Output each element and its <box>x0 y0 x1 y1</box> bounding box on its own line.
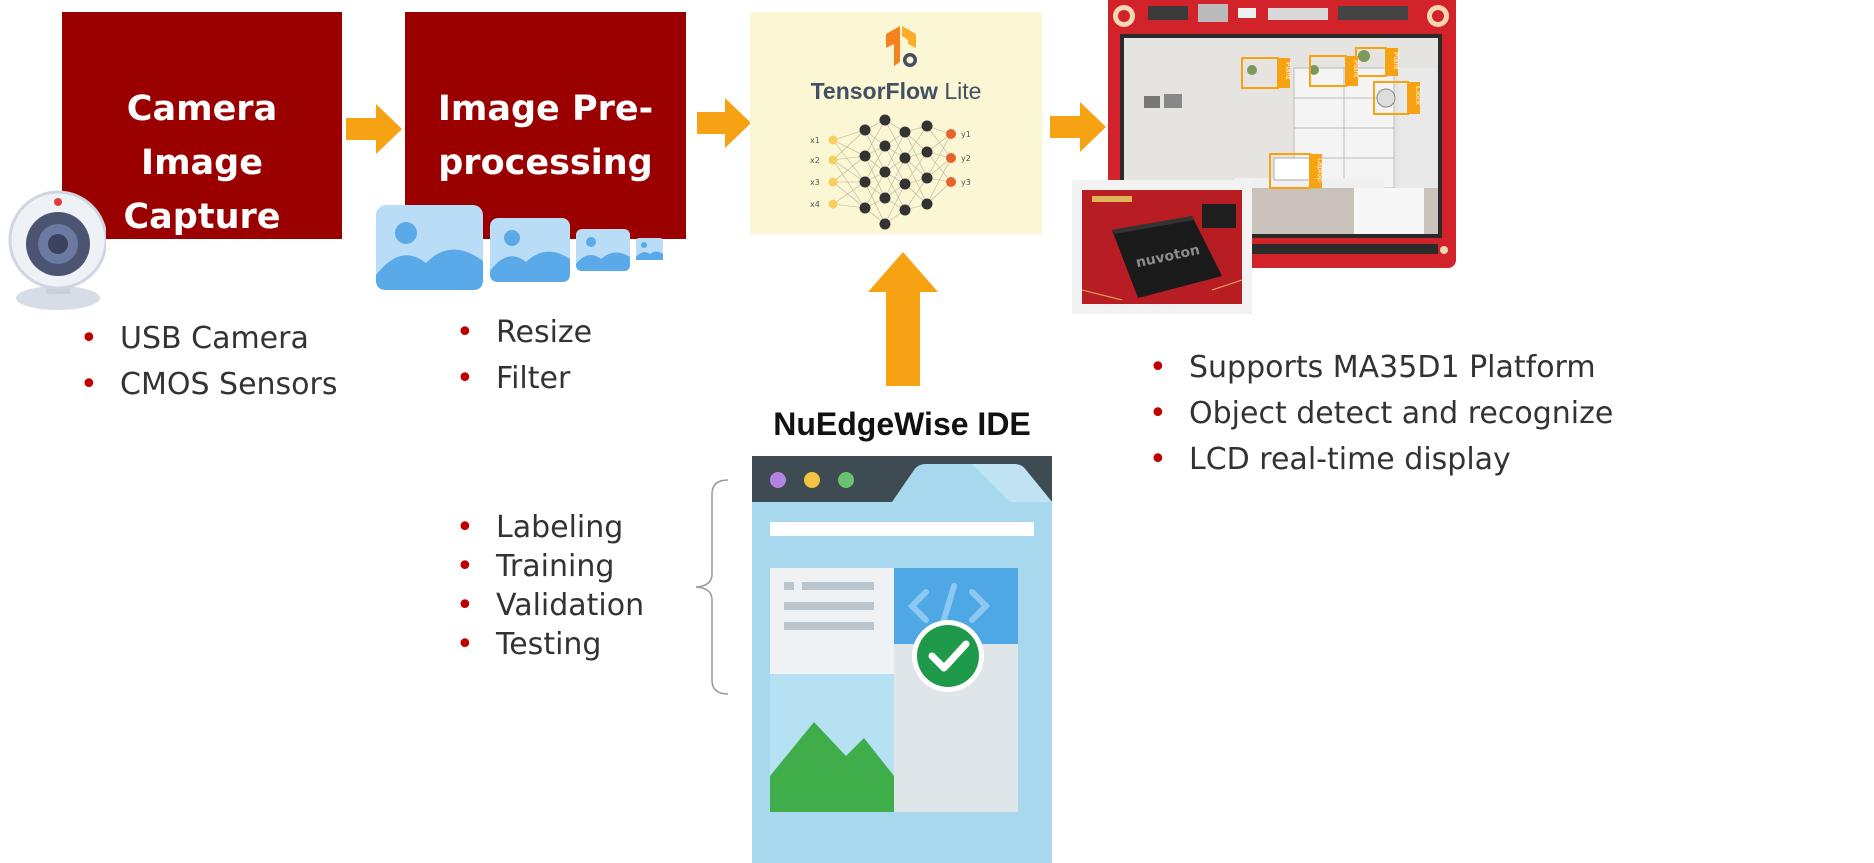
stage-preprocess-title-2: processing <box>438 143 653 183</box>
image-icon-large <box>376 205 483 290</box>
image-resize-icons <box>376 205 663 290</box>
bracket-brace <box>695 479 729 695</box>
nn-input-x2: x2 <box>810 156 820 165</box>
image-icon-medium <box>490 218 570 282</box>
nn-output-y1: y1 <box>961 130 971 139</box>
preprocess-bullet-item: Resize <box>456 310 592 356</box>
ide-bullet-item: Testing <box>456 625 644 664</box>
camera-bullets: USB Camera CMOS Sensors <box>80 316 338 408</box>
nn-output-y2: y2 <box>961 154 971 163</box>
flow-arrow-2 <box>697 98 751 148</box>
webcam-icon <box>8 190 106 310</box>
flow-arrow-3 <box>1050 102 1106 152</box>
platform-bullet-item: Supports MA35D1 Platform <box>1149 345 1613 391</box>
ide-to-model-arrow <box>868 252 938 386</box>
board-bottom-pins <box>1248 244 1448 254</box>
stage-camera-capture: Camera Image Capture <box>62 12 342 239</box>
preprocess-bullets: Resize Filter <box>456 310 592 402</box>
detect-label-laptop: Laptop <box>1316 158 1324 183</box>
nn-input-x4: x4 <box>810 200 820 209</box>
detect-label-clock: Clock <box>1414 86 1422 106</box>
platform-bullet-item: Object detect and recognize <box>1149 391 1613 437</box>
nuvoton-chip-image: nuvoton <box>1082 190 1242 304</box>
tensorflow-lite-wordmark: TensorFlow Lite <box>750 78 1042 105</box>
tensorflow-lite: Lite <box>944 78 982 104</box>
nn-input-x1: x1 <box>810 136 820 145</box>
detect-label-plant-2: Plant <box>1352 60 1360 78</box>
detect-label-plant-3: Plant <box>1392 52 1400 70</box>
preprocess-bullet-item: Filter <box>456 356 592 402</box>
flow-arrow-1 <box>346 104 402 154</box>
stage-camera-title-2: Capture <box>123 197 281 237</box>
tensorflow-brand: TensorFlow <box>810 78 938 104</box>
ide-bullet-item: Validation <box>456 586 644 625</box>
ide-title: NuEdgeWise IDE <box>773 406 1031 442</box>
neural-network-diagram: x1 x2 x3 x4 y1 y2 y3 <box>810 114 971 230</box>
camera-bullet-item: CMOS Sensors <box>80 362 338 408</box>
stage-camera-title-1: Camera Image <box>126 89 278 183</box>
stage-preprocess-title-1: Image Pre- <box>437 89 654 129</box>
camera-bullet-item: USB Camera <box>80 316 338 362</box>
board-top-connectors <box>1113 4 1449 27</box>
platform-bullet-item: LCD real-time display <box>1149 437 1613 483</box>
tensorflow-logo-icon <box>886 26 917 67</box>
nn-output-y3: y3 <box>961 178 971 187</box>
image-icon-small <box>576 229 630 271</box>
tensorflow-lite-panel: TensorFlow Lite x1 x2 x3 x4 y1 y <box>750 12 1042 234</box>
ide-bullet-item: Training <box>456 547 644 586</box>
nn-input-x3: x3 <box>810 178 820 187</box>
stage-preprocessing: Image Pre- processing <box>405 12 686 239</box>
ide-window-icon <box>752 456 1052 863</box>
image-icon-tiny <box>636 238 663 260</box>
chip-closeup-photo: nuvoton <box>1072 180 1252 314</box>
ide-bullet-item: Labeling <box>456 508 644 547</box>
platform-bullets: Supports MA35D1 Platform Object detect a… <box>1149 345 1613 483</box>
ide-bullets: Labeling Training Validation Testing <box>456 508 644 664</box>
detect-label-plant-1: Plant <box>1284 62 1292 80</box>
